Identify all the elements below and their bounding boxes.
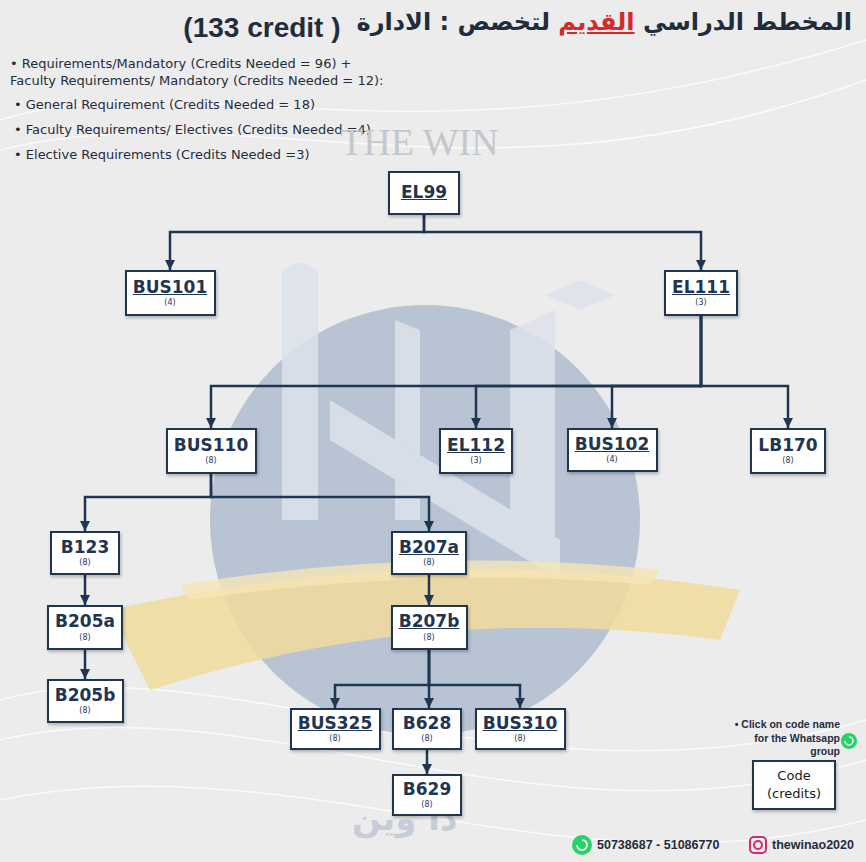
logo-mark: [282, 262, 615, 580]
prerequisite-arrow: [84, 575, 87, 605]
key-text: (credits): [767, 785, 821, 803]
course-box: B123(8): [50, 531, 120, 575]
prerequisite-arrow: [612, 316, 701, 428]
course-box: B205a (8): [47, 605, 123, 650]
prerequisite-arrow: [170, 215, 424, 270]
prerequisite-arrow: [84, 650, 87, 679]
prerequisite-arrow: [211, 316, 701, 428]
course-code: BUS325: [298, 714, 373, 734]
title: المخطط الدراسي القديم لتخصص : الادارة: [357, 8, 852, 36]
instagram-icon: [750, 837, 766, 853]
course-box: EL112(3): [439, 428, 513, 474]
course-box: BUS102(4): [567, 428, 658, 472]
logo-cap: [545, 280, 615, 310]
credit-count: (8): [423, 559, 434, 568]
credit-count: (8): [205, 457, 216, 466]
credit-count: (8): [782, 457, 793, 466]
requirement-note: • Elective Requirements (Credits Needed …: [14, 147, 309, 164]
course-code: B207a: [399, 538, 459, 558]
credit-count: (8): [423, 634, 434, 643]
instagram-handle: thewinao2020: [772, 837, 854, 853]
key-box: Code(credits): [752, 760, 836, 810]
course-box: B629(8): [392, 774, 462, 816]
credit-count: (3): [695, 299, 706, 308]
whatsapp-icon: [841, 733, 857, 749]
credit-count: (8): [421, 801, 432, 810]
instagram-icon: [754, 841, 762, 849]
course-code: BUS110: [174, 436, 249, 456]
course-box: EL99: [388, 171, 460, 215]
wave-lines: [0, 40, 866, 843]
prerequisite-arrow: [424, 215, 701, 270]
whatsapp-icon: [572, 835, 592, 855]
course-code: EL112: [447, 436, 505, 456]
credit-count: (3): [470, 457, 481, 466]
logo-pen: [282, 262, 318, 520]
course-code: B207b: [399, 612, 460, 632]
course-code: BUS310: [483, 714, 558, 734]
course-box: B207a(8): [391, 531, 467, 575]
prerequisite-arrow: [426, 750, 429, 774]
course-code: EL111: [672, 278, 730, 298]
phone-numbers: 50738687 - 51086770: [597, 837, 719, 853]
prerequisite-arrow: [85, 474, 211, 531]
credit-total: (133 credit ): [183, 10, 340, 46]
credit-count: (8): [79, 559, 90, 568]
prerequisite-arrow: [701, 316, 788, 428]
requirement-note: • General Requirement (Credits Needed = …: [14, 97, 315, 114]
course-box: BUS310(8): [475, 708, 566, 750]
whatsapp-note: • Click on code name for the Whatsapp gr…: [722, 718, 840, 759]
whatsapp-icon: [577, 840, 587, 850]
course-code: BUS102: [575, 435, 650, 455]
course-box: B207b (8): [391, 605, 468, 650]
course-code: EL99: [401, 183, 447, 203]
course-box: BUS325(8): [290, 708, 381, 750]
credit-count: (8): [421, 735, 432, 744]
course-code: B123: [61, 538, 109, 558]
course-code: B205b: [55, 686, 116, 706]
wave: [0, 40, 866, 120]
watermark: THE WIN: [340, 118, 499, 167]
credit-count: (8): [79, 634, 90, 643]
course-box: EL111(3): [664, 270, 738, 316]
key-text: Code: [777, 767, 810, 785]
credit-count: (4): [164, 299, 175, 308]
course-box: B205b(8): [47, 679, 124, 723]
prerequisite-arrow: [429, 650, 520, 708]
course-box: LB170(8): [750, 428, 826, 474]
course-code: B628: [403, 714, 451, 734]
prerequisite-arrow: [211, 474, 429, 531]
course-code: B629: [403, 780, 451, 800]
credit-count: (8): [79, 707, 90, 716]
prerequisite-arrow: [428, 575, 431, 605]
course-code: LB170: [758, 436, 817, 456]
credit-count: (8): [514, 735, 525, 744]
credit-count: (4): [606, 456, 617, 465]
course-box: BUS110(8): [166, 428, 257, 474]
whatsapp-icon: [845, 737, 853, 745]
logo-circle: [210, 305, 640, 735]
prerequisite-arrow: [476, 316, 701, 428]
credit-count: (8): [329, 735, 340, 744]
course-code: B205a: [55, 612, 115, 632]
course-box: B628(8): [392, 708, 462, 750]
requirement-note: • Requirements/Mandatory (Credits Needed…: [10, 56, 400, 90]
logo-bar: [510, 310, 555, 540]
prerequisite-arrow: [335, 650, 429, 708]
course-code: BUS101: [133, 278, 208, 298]
requirement-note: • Faculty Requirements/ Electives (Credi…: [14, 122, 371, 139]
course-box: BUS101(4): [125, 270, 216, 316]
